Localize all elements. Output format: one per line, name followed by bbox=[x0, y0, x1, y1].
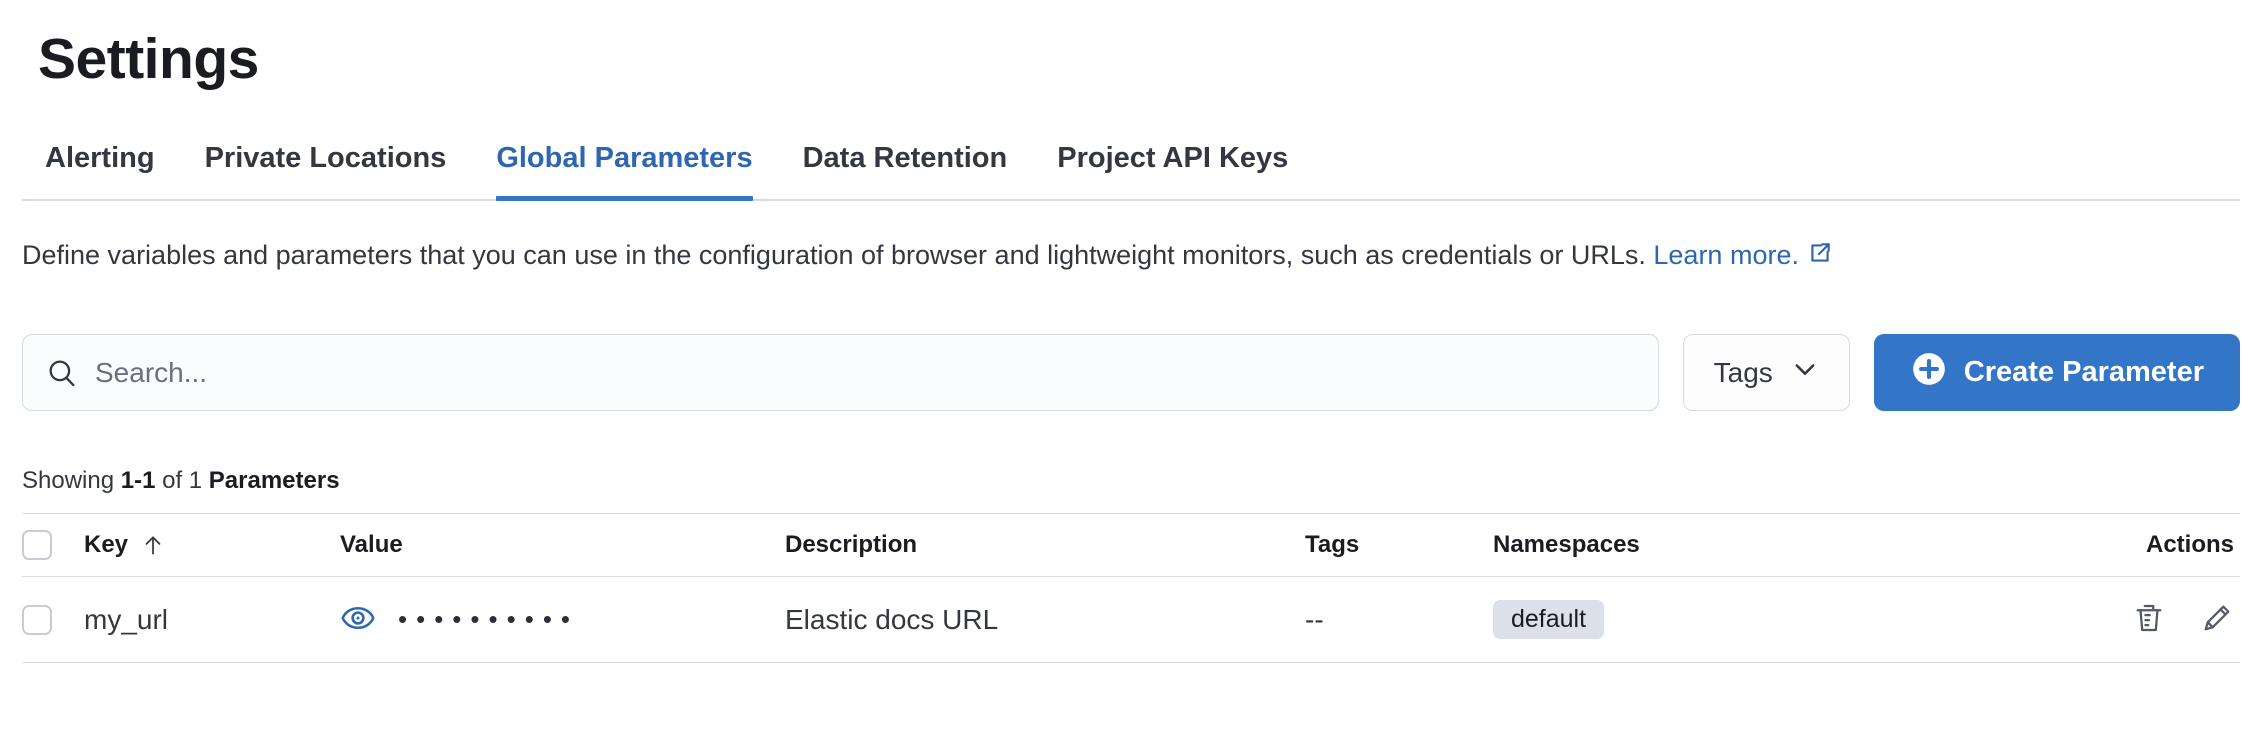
tab-global-parameters[interactable]: Global Parameters bbox=[496, 142, 753, 201]
tab-alerting[interactable]: Alerting bbox=[45, 142, 155, 199]
toolbar: Tags Create Parameter bbox=[22, 334, 2240, 411]
tags-filter-button[interactable]: Tags bbox=[1682, 334, 1850, 411]
plus-circle-icon bbox=[1910, 350, 1948, 396]
masked-value: •••••••••• bbox=[398, 604, 580, 634]
external-link-icon bbox=[1807, 233, 1833, 282]
row-select-cell bbox=[22, 604, 84, 635]
row-key-cell: my_url bbox=[84, 604, 340, 636]
tags-filter-label: Tags bbox=[1713, 356, 1773, 388]
create-parameter-button[interactable]: Create Parameter bbox=[1873, 334, 2240, 411]
param-description: Elastic docs URL bbox=[785, 603, 999, 635]
row-checkbox[interactable] bbox=[22, 604, 52, 635]
row-namespaces-cell: default bbox=[1493, 600, 2070, 639]
search-input[interactable] bbox=[95, 356, 1636, 389]
learn-more-label: Learn more. bbox=[1653, 240, 1799, 270]
header-value-label: Value bbox=[340, 531, 403, 558]
header-namespaces-label: Namespaces bbox=[1493, 531, 1640, 558]
pencil-icon bbox=[2200, 601, 2234, 638]
results-summary: Showing 1-1 of 1 Parameters bbox=[22, 467, 2240, 495]
header-description: Description bbox=[785, 531, 1305, 559]
search-icon bbox=[45, 356, 79, 390]
header-actions-label: Actions bbox=[2145, 531, 2234, 558]
chevron-down-icon bbox=[1791, 355, 1819, 390]
row-actions-cell bbox=[2070, 601, 2240, 638]
eye-icon bbox=[340, 600, 376, 639]
tab-project-api-keys[interactable]: Project API Keys bbox=[1057, 142, 1288, 199]
description-text: Define variables and parameters that you… bbox=[22, 240, 1646, 270]
reveal-value-button[interactable] bbox=[340, 600, 376, 639]
header-tags: Tags bbox=[1305, 531, 1493, 559]
page-title: Settings bbox=[38, 27, 259, 91]
summary-of: of 1 bbox=[162, 467, 203, 494]
table-header-row: Key Value Description Tags Namespaces Ac… bbox=[22, 513, 2240, 577]
param-tags: -- bbox=[1305, 603, 1324, 635]
header-description-label: Description bbox=[785, 531, 918, 558]
header-actions: Actions bbox=[2070, 531, 2240, 559]
header-select-cell bbox=[22, 530, 84, 560]
page-description: Define variables and parameters that you… bbox=[22, 231, 2240, 282]
summary-showing: Showing bbox=[22, 467, 115, 494]
delete-parameter-button[interactable] bbox=[2132, 601, 2166, 638]
table-row: my_url •••••••••• Elastic docs URL -- de… bbox=[22, 577, 2240, 663]
select-all-checkbox[interactable] bbox=[22, 530, 52, 560]
summary-range: 1-1 bbox=[120, 467, 156, 494]
header-key-label: Key bbox=[84, 531, 129, 558]
create-parameter-label: Create Parameter bbox=[1963, 356, 2204, 388]
parameters-table: Key Value Description Tags Namespaces Ac… bbox=[22, 513, 2240, 663]
edit-parameter-button[interactable] bbox=[2200, 601, 2234, 638]
row-tags-cell: -- bbox=[1305, 604, 1493, 636]
settings-page: Settings Alerting Private Locations Glob… bbox=[0, 26, 2262, 663]
header-value: Value bbox=[340, 531, 785, 559]
trash-icon bbox=[2132, 601, 2166, 638]
header-namespaces: Namespaces bbox=[1493, 531, 2070, 559]
param-key: my_url bbox=[84, 603, 169, 635]
tab-private-locations[interactable]: Private Locations bbox=[205, 142, 447, 199]
header-key[interactable]: Key bbox=[84, 531, 340, 559]
sort-ascending-icon bbox=[140, 532, 166, 558]
namespace-badge: default bbox=[1493, 600, 1605, 639]
tab-data-retention[interactable]: Data Retention bbox=[803, 142, 1008, 199]
settings-tabs: Alerting Private Locations Global Parame… bbox=[22, 142, 2240, 201]
search-box[interactable] bbox=[22, 334, 1659, 411]
summary-entity: Parameters bbox=[208, 467, 340, 494]
header-tags-label: Tags bbox=[1305, 531, 1360, 558]
row-value-cell: •••••••••• bbox=[340, 600, 785, 639]
learn-more-link[interactable]: Learn more. bbox=[1653, 240, 1833, 270]
row-description-cell: Elastic docs URL bbox=[785, 604, 1305, 636]
